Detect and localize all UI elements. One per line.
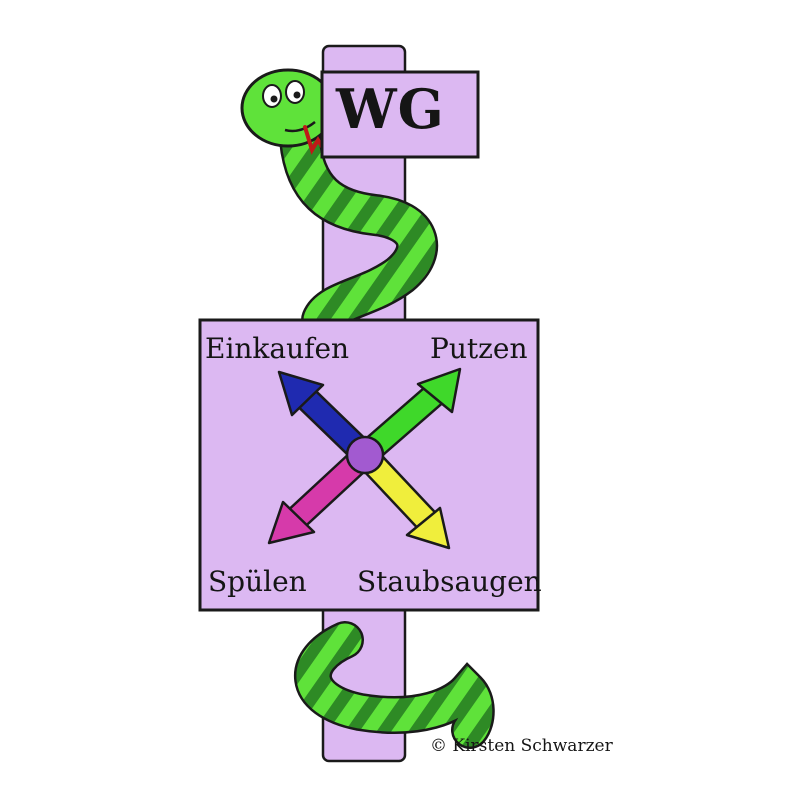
arrow-yellow-head — [405, 506, 451, 550]
arrow-hub — [345, 435, 385, 475]
arrows — [267, 367, 462, 550]
label-spuelen: Spülen — [208, 565, 307, 598]
arrow-blue-head — [277, 370, 325, 417]
wg-sign — [320, 70, 480, 159]
label-einkaufen: Einkaufen — [205, 332, 350, 365]
label-putzen: Putzen — [430, 332, 528, 365]
copyright-credit: © Kirsten Schwarzer — [430, 736, 613, 756]
arrow-green-head — [416, 367, 462, 414]
wg-sign-text: WG — [336, 77, 445, 141]
arrow-magenta-head — [267, 500, 316, 545]
label-staubsaugen: Staubsaugen — [357, 565, 542, 598]
snake-head — [240, 68, 336, 155]
